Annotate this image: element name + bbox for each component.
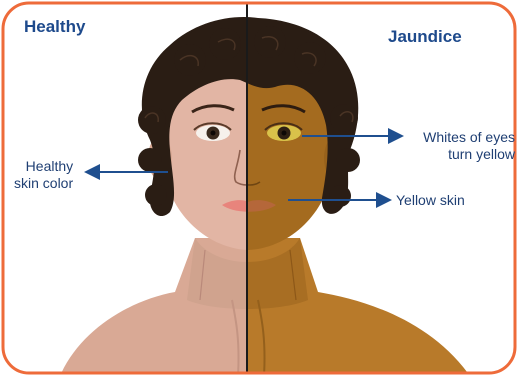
healthy-skin-label-line2: skin color xyxy=(14,175,73,192)
healthy-title: Healthy xyxy=(24,18,85,35)
healthy-skin-label: Healthy skin color xyxy=(14,158,73,192)
whites-of-eyes-line2: turn yellow xyxy=(410,146,515,163)
yellow-skin-label: Yellow skin xyxy=(396,192,465,209)
healthy-skin-label-line1: Healthy xyxy=(14,158,73,175)
jaundice-title: Jaundice xyxy=(388,28,462,45)
whites-of-eyes-line1: Whites of eyes xyxy=(410,129,515,146)
whites-of-eyes-label: Whites of eyes turn yellow xyxy=(410,129,515,163)
